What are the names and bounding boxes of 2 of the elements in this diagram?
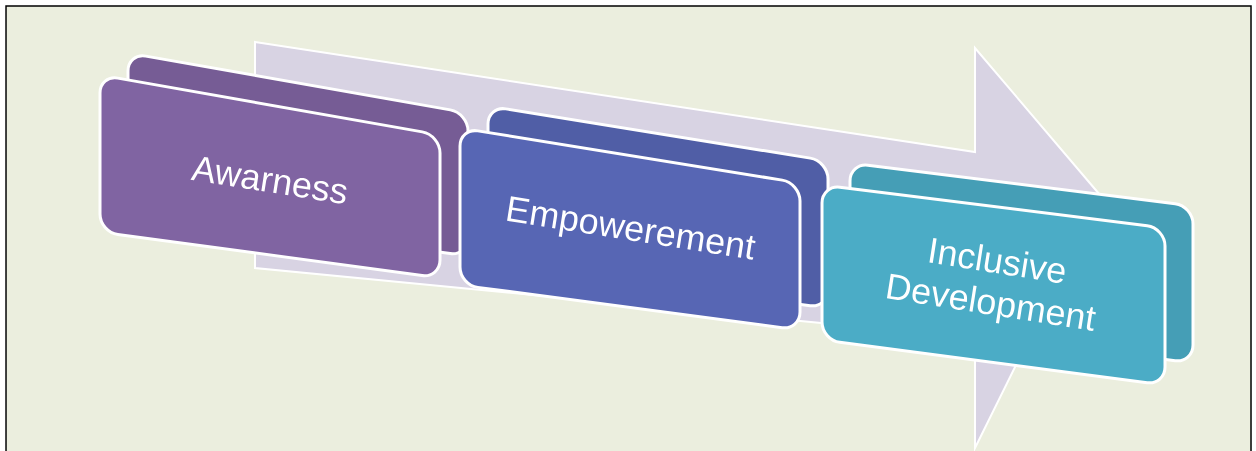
process-box: Awarness [98, 54, 470, 278]
process-box: Inclusive Development [820, 163, 1195, 385]
